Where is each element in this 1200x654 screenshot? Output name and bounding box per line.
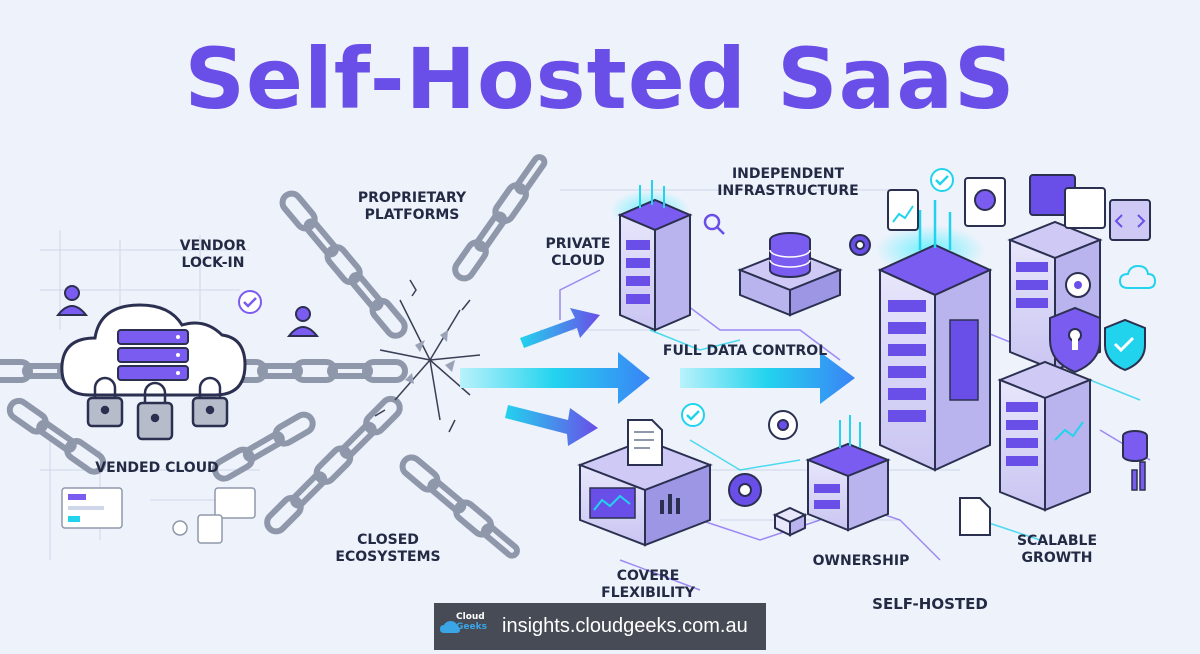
label-ownership: OWNERSHIP xyxy=(812,553,910,569)
server-rack-icon xyxy=(610,180,693,332)
padlock-icon xyxy=(86,376,229,441)
document-icon xyxy=(627,419,991,536)
cloud-icon-small xyxy=(1118,264,1157,289)
checkmark-icon xyxy=(681,168,954,427)
database-icon xyxy=(737,232,843,317)
ui-widgets xyxy=(61,487,256,544)
page-title: Self-Hosted SaaS xyxy=(184,30,1016,128)
shield-icon xyxy=(1049,306,1146,374)
footer-banner: Cloud Geeks insights.cloudgeeks.com.au xyxy=(434,603,766,650)
chart-icon xyxy=(1131,461,1146,491)
cloudgeeks-logo: Cloud Geeks xyxy=(434,603,496,650)
server-rack-icon xyxy=(577,438,713,547)
label-self-hosted: SELF-HOSTED xyxy=(872,595,988,613)
user-icon xyxy=(55,285,320,337)
site-url[interactable]: insights.cloudgeeks.com.au xyxy=(502,615,748,637)
server-rack-icon xyxy=(997,360,1093,512)
search-icon xyxy=(703,213,725,235)
arrow-right-icon xyxy=(460,308,855,446)
cloud-icon xyxy=(440,621,460,633)
server-rack-icon xyxy=(875,200,993,472)
database-icon xyxy=(1122,430,1148,462)
gear-icon xyxy=(728,234,871,507)
label-full-data-control: FULL DATA CONTROL xyxy=(662,343,828,359)
checkmark-icon xyxy=(238,290,262,314)
chain-group xyxy=(0,154,548,559)
server-rack-icon xyxy=(805,415,891,532)
break-shards xyxy=(405,330,455,384)
server-rack-icon xyxy=(117,329,189,381)
cloud-icon xyxy=(60,303,247,397)
label-vended-cloud: VENDED CLOUD xyxy=(95,460,219,476)
dashboard-panels xyxy=(887,174,1151,241)
small-box-icon xyxy=(772,506,808,537)
